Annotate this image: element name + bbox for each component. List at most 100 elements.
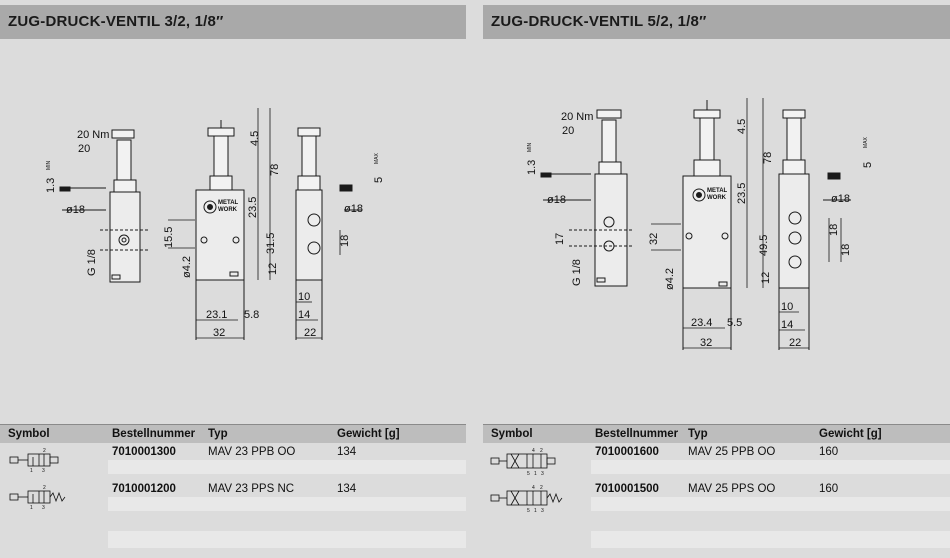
valve-symbol-icon: 2 1 3 <box>9 485 66 511</box>
port-label: 5 <box>527 471 530 477</box>
table-header: Symbol Bestellnummer Typ Gewicht [g] <box>483 424 950 443</box>
dim-31-5: 31.5 <box>265 233 277 254</box>
weight: 160 <box>819 483 839 495</box>
dim-78: 78 <box>762 152 774 164</box>
type-code: MAV 23 PPS NC <box>208 483 295 495</box>
col-symbol: Symbol <box>491 428 533 440</box>
dim-32-vertical: 32 <box>648 233 660 245</box>
port-label: 1 <box>534 508 537 514</box>
dim-g18: G 1/8 <box>86 249 98 276</box>
dim-14: 14 <box>781 319 793 331</box>
logo-metal: METAL <box>218 200 239 206</box>
panel-valve-5-2: ZUG-DRUCK-VENTIL 5/2, 1/8″ <box>483 0 950 558</box>
dim-23-5: 23.5 <box>736 183 748 204</box>
port-label: 2 <box>43 485 46 491</box>
port-label: 5 <box>527 508 530 514</box>
dim-phi18-right: ø18 <box>831 193 850 205</box>
order-number: 7010001500 <box>595 483 659 495</box>
dim-18-a: 18 <box>828 224 840 236</box>
row-band <box>591 497 950 511</box>
empty-row <box>108 531 466 548</box>
technical-drawing-3-2: 20 Nm 20 1.3 MIN ø18 G 1/8 15.5 ø4.2 4.5… <box>45 108 385 340</box>
dim-23-4: 23.4 <box>691 317 712 329</box>
row-band <box>108 497 466 511</box>
dim-phi18-left: ø18 <box>547 194 566 206</box>
dim-32: 32 <box>213 327 225 339</box>
dim-min: MIN <box>527 142 533 152</box>
col-weight: Gewicht [g] <box>819 428 882 440</box>
dim-4-5: 4.5 <box>736 119 748 134</box>
port-label: 3 <box>541 508 544 514</box>
port-label: 3 <box>42 468 45 474</box>
dim-14: 14 <box>298 309 310 321</box>
port-label: 2 <box>540 485 543 491</box>
dim-1-3: 1.3 <box>526 160 538 175</box>
dim-18: 18 <box>339 235 351 247</box>
dim-max: MAX <box>374 153 380 165</box>
dim-78: 78 <box>269 164 281 176</box>
dim-hex: 20 <box>78 143 90 155</box>
logo-work: WORK <box>218 207 238 213</box>
order-number: 7010001300 <box>112 446 176 458</box>
col-symbol: Symbol <box>8 428 50 440</box>
port-label: 2 <box>540 448 543 454</box>
port-label: 1 <box>30 505 33 511</box>
port-label: 2 <box>43 448 46 454</box>
empty-row <box>591 531 950 548</box>
order-number: 7010001600 <box>595 446 659 458</box>
dim-12: 12 <box>760 272 772 284</box>
table-row: 4 2 5 1 3 7010001500 MAV 25 PPS OO 160 <box>483 480 950 514</box>
dim-22: 22 <box>789 337 801 349</box>
dim-18-b: 18 <box>840 244 852 256</box>
dim-phi18-right: ø18 <box>344 203 363 215</box>
section-title: ZUG-DRUCK-VENTIL 5/2, 1/8″ <box>483 5 950 39</box>
logo-work: WORK <box>707 195 727 201</box>
panel-valve-3-2: ZUG-DRUCK-VENTIL 3/2, 1/8″ <box>0 0 466 558</box>
dim-phi18-left: ø18 <box>66 204 85 216</box>
dim-4-5: 4.5 <box>249 131 261 146</box>
table-row: 4 2 5 1 3 7010001600 MAV 25 PPB OO 160 <box>483 443 950 477</box>
col-weight: Gewicht [g] <box>337 428 400 440</box>
col-type: Typ <box>688 428 708 440</box>
port-label: 1 <box>30 468 33 474</box>
col-order-number: Bestellnummer <box>595 428 679 440</box>
row-band <box>591 460 950 474</box>
dim-5-8: 5.8 <box>244 309 259 321</box>
col-order-number: Bestellnummer <box>112 428 196 440</box>
dim-phi4-2: ø4.2 <box>664 268 676 290</box>
col-type: Typ <box>208 428 228 440</box>
type-code: MAV 25 PPB OO <box>688 446 776 458</box>
dim-12: 12 <box>267 263 279 275</box>
port-label: 4 <box>532 448 535 454</box>
dim-32: 32 <box>700 337 712 349</box>
port-label: 1 <box>534 471 537 477</box>
dim-15-5: 15.5 <box>163 227 175 248</box>
dim-10: 10 <box>298 291 310 303</box>
weight: 160 <box>819 446 839 458</box>
dim-5: 5 <box>373 177 385 183</box>
logo-metal: METAL <box>707 188 728 194</box>
table-row: 2 1 3 7010001300 MAV 23 PPB OO 134 <box>0 443 466 477</box>
valve-symbol-icon: 4 2 5 1 3 <box>490 485 563 514</box>
dim-g18: G 1/8 <box>571 259 583 286</box>
dim-torque: 20 Nm <box>561 111 593 123</box>
type-code: MAV 25 PPS OO <box>688 483 776 495</box>
dim-max: MAX <box>863 137 869 149</box>
dim-17: 17 <box>554 233 566 245</box>
dim-23-5: 23.5 <box>247 197 259 218</box>
weight: 134 <box>337 446 357 458</box>
dim-49-5: 49.5 <box>758 235 770 256</box>
type-code: MAV 23 PPB OO <box>208 446 296 458</box>
dim-torque: 20 Nm <box>77 129 109 141</box>
dim-5: 5 <box>862 162 874 168</box>
order-number: 7010001200 <box>112 483 176 495</box>
dim-hex: 20 <box>562 125 574 137</box>
weight: 134 <box>337 483 357 495</box>
port-label: 3 <box>541 471 544 477</box>
section-title: ZUG-DRUCK-VENTIL 3/2, 1/8″ <box>0 5 466 39</box>
dim-22: 22 <box>304 327 316 339</box>
table-row: 2 1 3 7010001200 MAV 23 PPS NC 134 <box>0 480 466 514</box>
table-header: Symbol Bestellnummer Typ Gewicht [g] <box>0 424 466 443</box>
row-band <box>108 460 466 474</box>
valve-symbol-icon: 4 2 5 1 3 <box>490 448 556 477</box>
